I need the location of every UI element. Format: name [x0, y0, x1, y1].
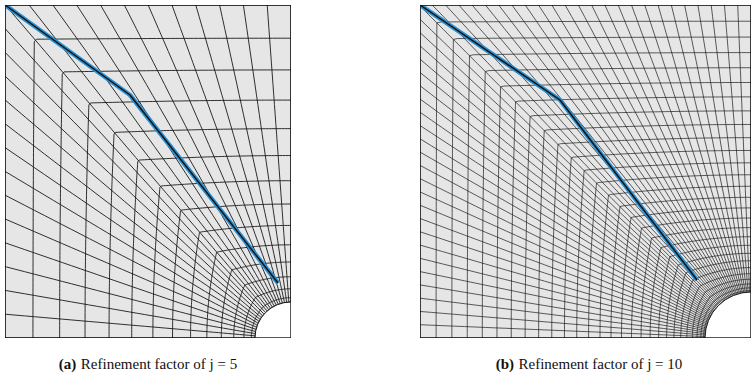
- plate-border: [420, 5, 751, 338]
- crack-path: [5, 5, 278, 283]
- caption-text: Refinement factor of j = 5: [81, 356, 237, 372]
- mesh-lines: [420, 5, 751, 338]
- crack-line: [5, 5, 278, 283]
- plate-border: [5, 5, 291, 338]
- subfigure-tag: (b): [496, 356, 514, 372]
- subfigure-tag: (a): [59, 356, 77, 372]
- mesh-panel: [5, 5, 291, 338]
- crack-line: [420, 5, 697, 280]
- mesh-panel: [420, 5, 751, 338]
- mesh-lines: [5, 5, 291, 338]
- crack-path: [420, 5, 697, 280]
- plate: [420, 5, 751, 338]
- hole: [255, 302, 291, 338]
- subfigure-caption: (a)Refinement factor of j = 5: [59, 356, 237, 373]
- subfigure-caption: (b) Refinement factor of j = 10: [496, 356, 683, 373]
- plate: [5, 5, 291, 338]
- hole: [705, 292, 751, 338]
- caption-text: Refinement factor of j = 10: [519, 356, 683, 372]
